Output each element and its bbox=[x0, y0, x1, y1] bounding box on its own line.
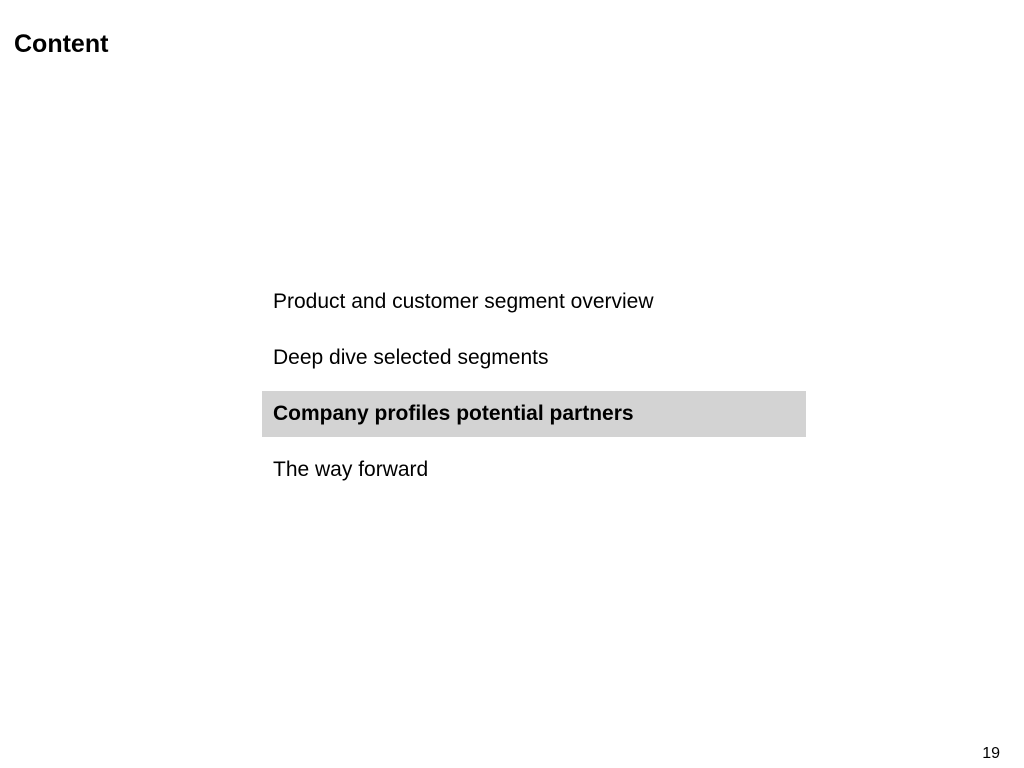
agenda-item-deep-dive: Deep dive selected segments bbox=[273, 346, 549, 369]
agenda-list: Product and customer segment overview De… bbox=[262, 279, 806, 503]
agenda-item-way-forward: The way forward bbox=[273, 458, 429, 481]
page-number: 19 bbox=[982, 745, 1000, 762]
agenda-item-product-overview: Product and customer segment overview bbox=[273, 290, 654, 313]
agenda-item-company-profiles: Company profiles potential partners bbox=[262, 391, 806, 437]
slide-title: Content bbox=[14, 30, 109, 58]
